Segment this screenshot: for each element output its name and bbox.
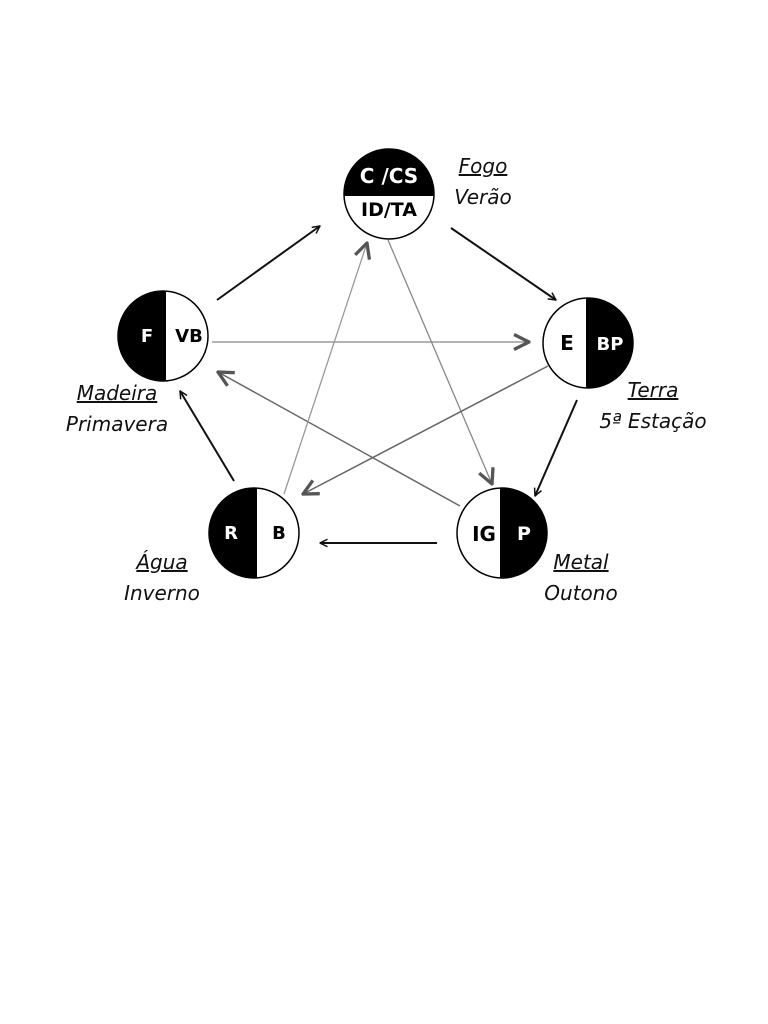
node-agua-left-label: R	[224, 523, 238, 544]
labels: Fogo Verão Terra 5ª Estação Metal Outono…	[66, 154, 707, 605]
node-madeira-right-label: VB	[175, 326, 203, 347]
node-metal: IG P	[456, 487, 548, 579]
label-metal-element: Metal	[553, 550, 609, 574]
arrow-fogo-to-metal	[387, 239, 492, 484]
arrow-terra-to-metal	[535, 399, 578, 496]
node-agua: R B	[208, 487, 300, 579]
label-terra-season: 5ª Estação	[599, 409, 706, 433]
node-fogo: C /CS ID/TA	[343, 148, 435, 240]
cycle-arrows	[180, 226, 578, 543]
label-fogo-element: Fogo	[459, 154, 508, 178]
arrow-agua-to-madeira	[180, 391, 235, 482]
node-fogo-bottom-label: ID/TA	[361, 199, 417, 221]
node-terra-left-label: E	[560, 331, 574, 355]
control-arrows	[212, 239, 549, 507]
label-terra-element: Terra	[628, 378, 679, 402]
arrow-madeira-to-fogo	[216, 226, 320, 301]
arrow-fogo-to-terra	[450, 227, 556, 300]
label-agua-season: Inverno	[124, 581, 200, 605]
node-terra: E BP	[542, 297, 634, 389]
node-fogo-top-label: C /CS	[360, 164, 418, 188]
node-metal-right-label: P	[517, 523, 531, 545]
label-metal-season: Outono	[544, 581, 617, 605]
node-madeira: F VB	[117, 290, 209, 382]
label-fogo-season: Verão	[454, 185, 512, 209]
arrow-metal-to-madeira	[218, 372, 461, 507]
label-agua-element: Água	[134, 550, 187, 574]
node-madeira-left-label: F	[141, 326, 153, 347]
arrow-agua-to-fogo	[283, 243, 367, 495]
node-agua-right-label: B	[272, 523, 286, 544]
arrow-terra-to-agua	[303, 365, 549, 494]
label-madeira-season: Primavera	[66, 412, 168, 436]
label-madeira-element: Madeira	[77, 381, 158, 405]
node-terra-right-label: BP	[597, 334, 624, 355]
node-metal-left-label: IG	[472, 522, 496, 546]
